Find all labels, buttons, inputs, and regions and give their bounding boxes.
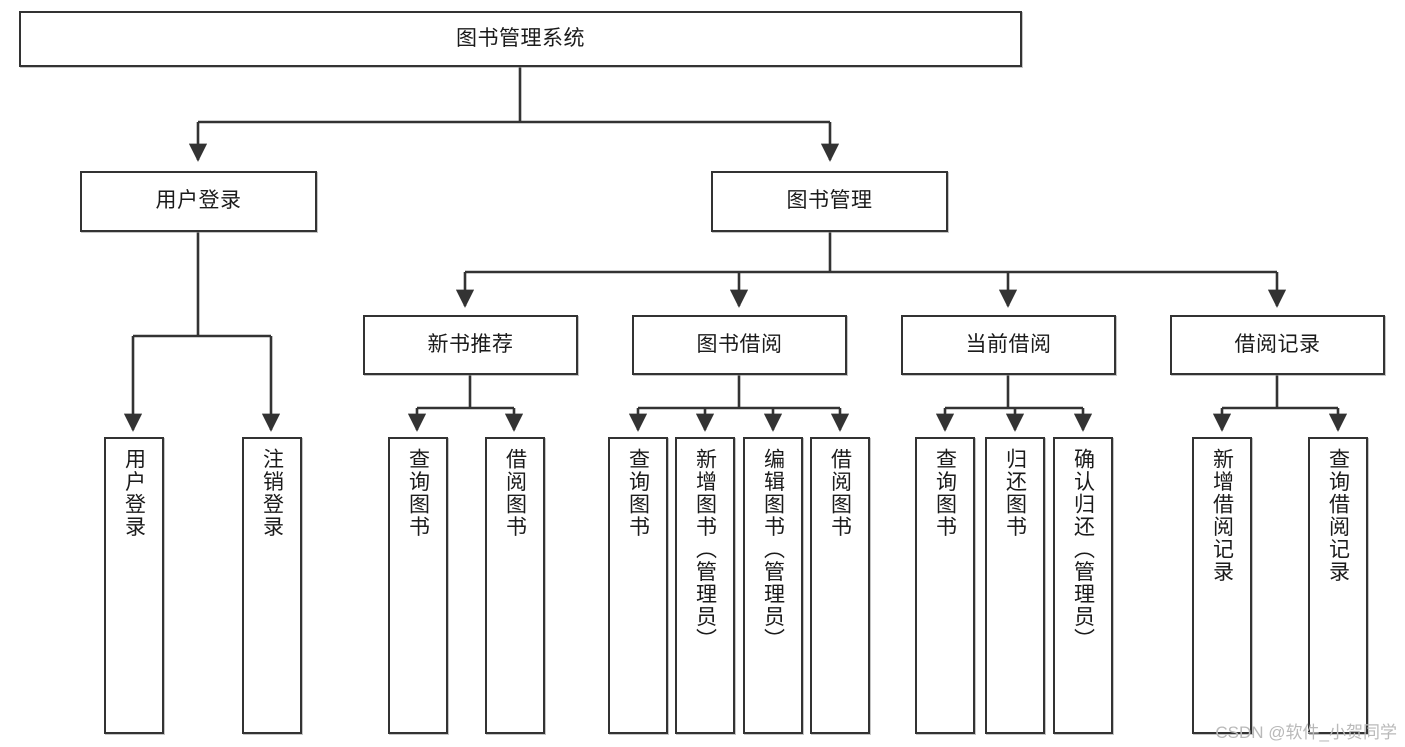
node-leaf-borrow-query-book-label: 查询图书 — [626, 448, 650, 538]
node-leaf-borrow-query-book[interactable]: 查询图书 — [608, 437, 668, 734]
csdn-watermark: CSDN @软件_小贺同学 — [1215, 723, 1397, 742]
node-leaf-borrow-add-book[interactable]: 新增图书（管理员） — [675, 437, 735, 734]
node-leaf-current-confirm-return[interactable]: 确认归还（管理员） — [1053, 437, 1113, 734]
node-leaf-record-add-label: 新增借阅记录 — [1210, 448, 1234, 583]
node-root-label: 图书管理系统 — [456, 26, 585, 50]
node-leaf-recommend-borrow-book[interactable]: 借阅图书 — [485, 437, 545, 734]
node-leaf-current-confirm-return-label: 确认归还（管理员） — [1071, 448, 1095, 651]
node-user-login-label: 用户登录 — [155, 189, 242, 213]
node-leaf-borrow-borrow-book-label: 借阅图书 — [828, 448, 852, 538]
node-leaf-current-return-book[interactable]: 归还图书 — [985, 437, 1045, 734]
node-borrow-record-label: 借阅记录 — [1234, 332, 1321, 356]
node-leaf-record-add[interactable]: 新增借阅记录 — [1192, 437, 1252, 734]
node-new-book-recommend[interactable]: 新书推荐 — [363, 315, 578, 375]
node-book-borrow-label: 图书借阅 — [696, 332, 783, 356]
node-leaf-current-return-book-label: 归还图书 — [1003, 448, 1027, 538]
node-leaf-recommend-query-book-label: 查询图书 — [406, 448, 430, 538]
node-book-manage[interactable]: 图书管理 — [711, 171, 948, 232]
node-leaf-logout-label: 注销登录 — [260, 448, 284, 538]
node-leaf-recommend-borrow-book-label: 借阅图书 — [503, 448, 527, 538]
node-leaf-recommend-query-book[interactable]: 查询图书 — [388, 437, 448, 734]
node-leaf-borrow-borrow-book[interactable]: 借阅图书 — [810, 437, 870, 734]
node-root[interactable]: 图书管理系统 — [19, 11, 1022, 67]
node-leaf-borrow-add-book-label: 新增图书（管理员） — [693, 448, 717, 651]
node-leaf-logout[interactable]: 注销登录 — [242, 437, 302, 734]
node-leaf-current-query-book-label: 查询图书 — [933, 448, 957, 538]
node-book-manage-label: 图书管理 — [786, 189, 873, 213]
node-borrow-record[interactable]: 借阅记录 — [1170, 315, 1385, 375]
node-current-borrow-label: 当前借阅 — [965, 332, 1052, 356]
node-leaf-user-login[interactable]: 用户登录 — [104, 437, 164, 734]
node-current-borrow[interactable]: 当前借阅 — [901, 315, 1116, 375]
node-leaf-current-query-book[interactable]: 查询图书 — [915, 437, 975, 734]
node-leaf-borrow-edit-book-label: 编辑图书（管理员） — [761, 448, 785, 651]
node-leaf-record-query-label: 查询借阅记录 — [1326, 448, 1350, 583]
node-new-book-recommend-label: 新书推荐 — [427, 332, 514, 356]
node-user-login[interactable]: 用户登录 — [80, 171, 317, 232]
node-leaf-user-login-label: 用户登录 — [122, 448, 146, 538]
node-leaf-record-query[interactable]: 查询借阅记录 — [1308, 437, 1368, 734]
node-leaf-borrow-edit-book[interactable]: 编辑图书（管理员） — [743, 437, 803, 734]
node-book-borrow[interactable]: 图书借阅 — [632, 315, 847, 375]
